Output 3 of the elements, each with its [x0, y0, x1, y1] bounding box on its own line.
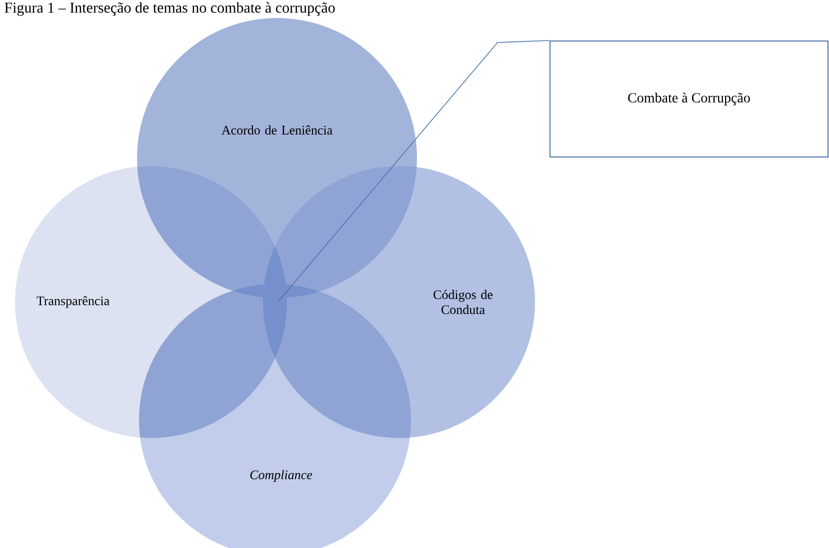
text-box: Combate à Corrupção — [550, 40, 828, 158]
leader-line — [278, 40, 550, 302]
figure-title: Figura 1 – Interseção de temas no combate à corrupção — [4, 2, 335, 16]
